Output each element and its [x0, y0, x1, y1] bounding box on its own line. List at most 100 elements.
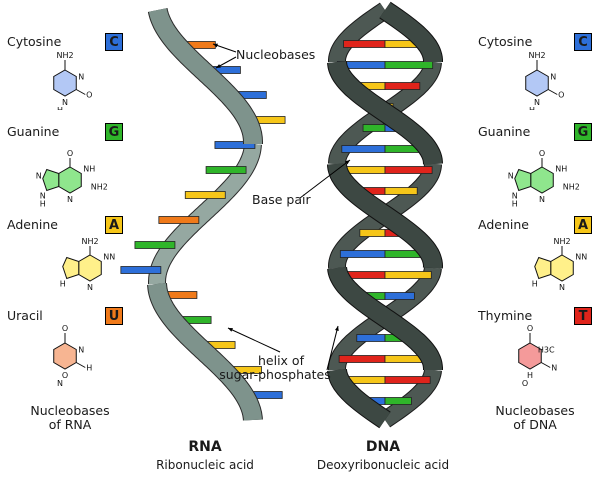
molecule-bond	[76, 362, 86, 368]
annotation-leaders	[212, 43, 351, 371]
atom-label: H	[40, 200, 46, 209]
base-label: Guanine	[478, 124, 531, 139]
base-label: Cytosine	[478, 34, 533, 49]
base-pair-half	[359, 229, 386, 237]
molecule-bond	[548, 89, 558, 95]
nucleobase-bar	[214, 141, 256, 149]
atom-label: O	[86, 91, 92, 100]
left-panel-caption-line2: of RNA	[48, 417, 92, 432]
molecule-bond	[76, 89, 86, 95]
atom-label: NH2	[553, 237, 570, 246]
strand-segment	[328, 267, 442, 370]
adenine-molecule-icon: NH2NNNNH	[532, 237, 587, 292]
atom-label: H	[561, 165, 567, 174]
atom-label: N	[62, 98, 68, 107]
base-pair-half	[384, 376, 431, 384]
molecule-bond	[541, 362, 551, 368]
atom-label: N	[551, 364, 557, 373]
atom-label: N	[87, 283, 93, 292]
molecule-ring	[514, 168, 532, 192]
atom-label: N	[67, 195, 73, 204]
rna-back-strand	[148, 143, 262, 284]
strand-segment	[380, 369, 441, 427]
molecule-ring	[525, 69, 549, 97]
atom-label: H	[89, 165, 95, 174]
atom-label: H	[60, 280, 66, 289]
molecule-ring	[518, 342, 542, 370]
base-letter-badge: C	[574, 33, 592, 51]
atom-label: O	[558, 91, 564, 100]
atom-label: N	[559, 283, 565, 292]
atom-label: N	[575, 253, 581, 262]
cytosine-molecule-icon: NH2NONH	[53, 51, 92, 110]
base-pair-half	[343, 40, 386, 48]
adenine-molecule-icon: NH2NNNNH	[60, 237, 115, 292]
base-label: Uracil	[7, 308, 43, 323]
strand-segment	[148, 8, 262, 144]
atom-label: H	[86, 364, 92, 373]
base-pair-half	[341, 145, 386, 153]
atom-label: O	[539, 149, 545, 158]
atom-label: NH2	[81, 237, 98, 246]
leader-arrowhead	[213, 43, 218, 48]
atom-label: NH2	[528, 51, 545, 60]
strand-segment	[328, 61, 442, 165]
strand-segment	[379, 2, 442, 62]
strand-segment	[328, 163, 443, 269]
atom-label: H	[532, 280, 538, 289]
molecule-ring	[534, 256, 552, 280]
atom-label: N	[78, 346, 84, 355]
atom-label: N	[109, 253, 115, 262]
base-pair-half	[384, 187, 418, 195]
atom-label: O	[527, 324, 533, 333]
base-pair-half	[384, 82, 421, 90]
leader-line	[326, 325, 339, 371]
left-panel-caption-line1: Nucleobases	[30, 403, 110, 418]
molecule-ring	[53, 69, 77, 97]
atom-label: H	[512, 200, 518, 209]
atom-label: O	[62, 371, 68, 380]
atom-label: O	[67, 149, 73, 158]
atom-label: N	[57, 379, 63, 388]
helix-annotation-line2: sugar-phosphates	[219, 367, 331, 382]
base-pair-half	[384, 292, 415, 300]
base-letter-badge: C	[105, 33, 123, 51]
base-label: Adenine	[478, 217, 529, 232]
base-pair-half	[384, 397, 412, 405]
nucleobases-annotation: Nucleobases	[236, 47, 316, 62]
molecule-ring	[58, 166, 82, 194]
leader-line	[299, 159, 351, 199]
atom-label: N	[508, 172, 514, 181]
right-panel-caption-line2: of DNA	[513, 417, 557, 432]
atom-label: N	[83, 165, 89, 174]
base-pair-half	[356, 334, 386, 342]
leader-arrowhead	[345, 160, 350, 165]
atom-label: N	[555, 165, 561, 174]
nucleobase-bar	[184, 191, 226, 199]
atom-label: N	[539, 195, 545, 204]
dna-front-strand	[327, 1, 444, 429]
strand-segment	[329, 3, 390, 62]
atom-label: N	[581, 253, 587, 262]
molecule-ring	[53, 342, 77, 370]
base-pair-half	[384, 271, 432, 279]
strand-segment	[328, 369, 391, 428]
base-pair-half	[362, 124, 386, 132]
base-pair-annotation: Base pair	[252, 192, 311, 207]
base-letter-badge: A	[105, 216, 123, 234]
atom-label: H	[57, 106, 63, 110]
molecule-ring	[78, 254, 102, 282]
atom-label: NH2	[91, 183, 108, 192]
right-panel-caption-line1: Nucleobases	[495, 403, 575, 418]
atom-label: N	[550, 73, 556, 82]
base-pair-half	[384, 166, 433, 174]
dna-subtitle: Deoxyribonucleic acid	[316, 458, 450, 472]
leader-arrowhead	[334, 326, 339, 331]
atom-label: N	[512, 192, 518, 201]
helix-annotation-line1: helix of	[258, 353, 304, 368]
molecule-ring	[530, 166, 554, 194]
